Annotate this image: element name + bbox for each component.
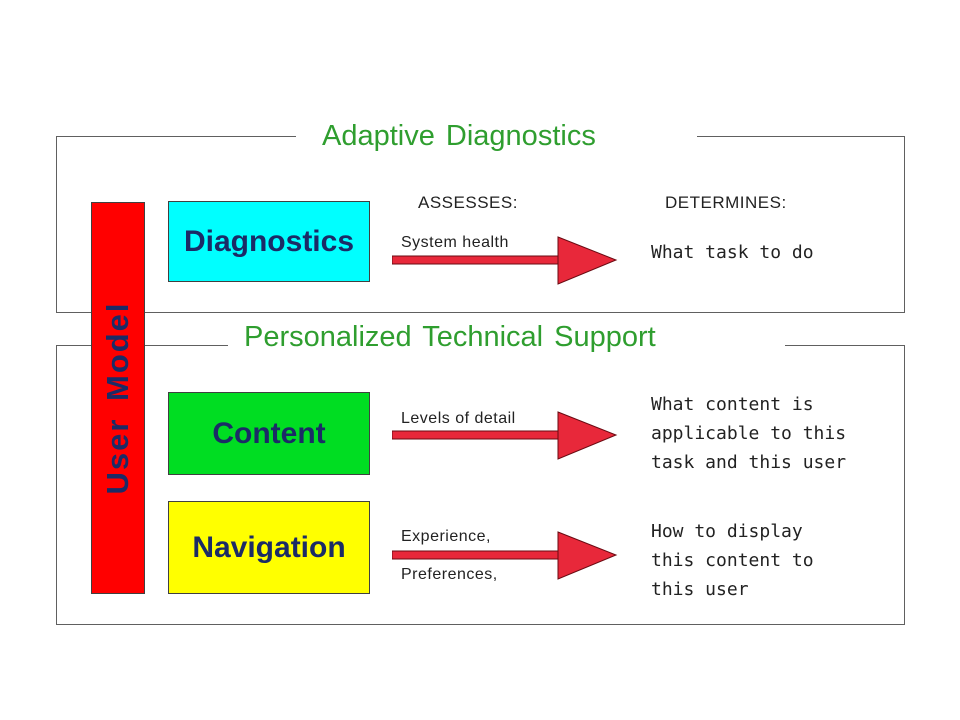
determines-header: DETERMINES: [665,193,787,212]
diagnostics-label: Diagnostics [183,224,355,258]
preferences-label: Preferences, [401,566,498,583]
content-label: Content [212,416,326,450]
user-model-label: User Model [100,301,135,495]
navigation-box: Navigation [168,501,370,594]
arrow-icon [392,531,618,580]
arrow-icon [392,411,618,460]
adaptive-diagnostics-title: Adaptive Diagnostics [322,120,596,152]
result-text: What task to do [651,242,814,263]
system-health-label: System health [401,234,509,251]
personalized-support-title: Personalized Technical Support [244,321,656,353]
experience-label: Experience, [401,528,491,545]
diagnostics-box: Diagnostics [168,201,370,282]
result-text: How to display this content to this user [651,521,814,600]
result-text: What content is applicable to this task … [651,394,847,473]
arrow-icon [392,236,618,285]
assesses-header: ASSESSES: [418,193,518,212]
navigation-label: Navigation [192,530,346,564]
user-model-bar: User Model [91,202,145,594]
content-box: Content [168,392,370,475]
levels-of-detail-label: Levels of detail [401,410,516,427]
